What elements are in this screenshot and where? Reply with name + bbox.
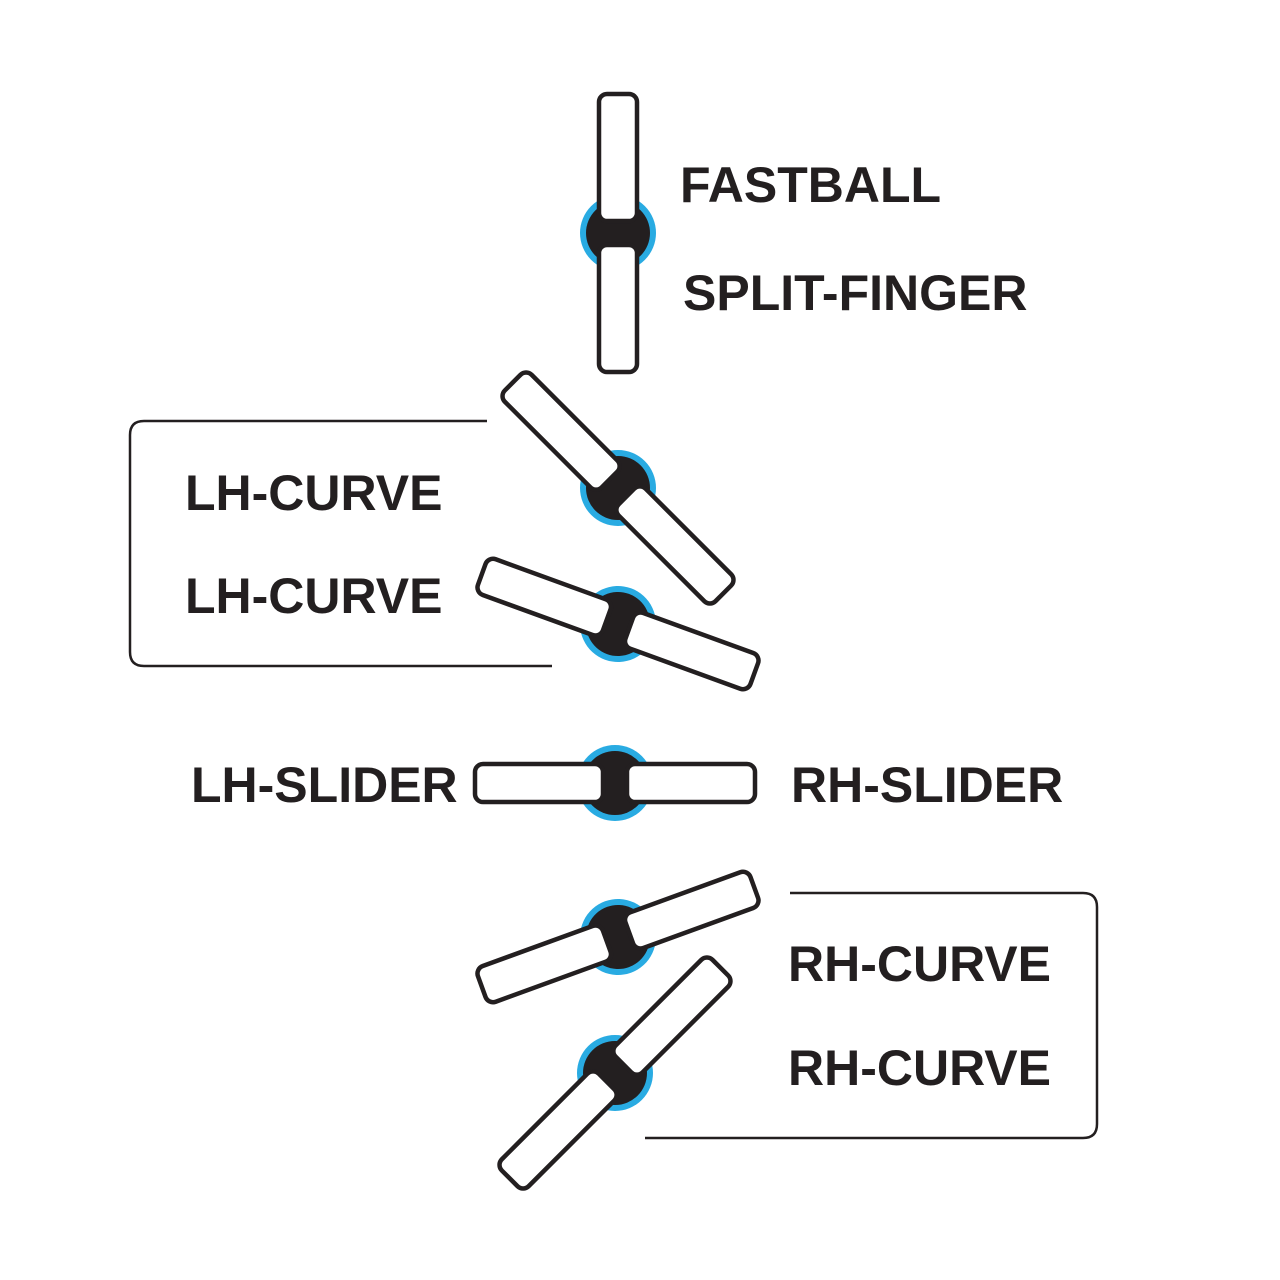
label-split-finger: SPLIT-FINGER xyxy=(683,265,1027,321)
finger-bar-left xyxy=(475,556,614,638)
label-rh-curve-lower: RH-CURVE xyxy=(788,1040,1051,1096)
finger-bar-left xyxy=(475,923,614,1005)
label-lh-curve-upper: LH-CURVE xyxy=(185,465,442,521)
finger-bar-right xyxy=(596,242,640,375)
finger-bar-right xyxy=(622,869,761,951)
label-rh-slider: RH-SLIDER xyxy=(791,757,1063,813)
rh-curve-lower-glyph xyxy=(497,955,733,1191)
finger-bar-right xyxy=(624,761,758,805)
lh-curve-lower-glyph xyxy=(475,556,761,692)
finger-bar-right xyxy=(622,610,761,692)
label-fastball: FASTBALL xyxy=(680,157,941,213)
vertical-grip-glyph xyxy=(580,91,656,375)
finger-bar-left xyxy=(596,91,640,224)
label-lh-curve-lower: LH-CURVE xyxy=(185,568,442,624)
horizontal-grip-glyph xyxy=(472,745,758,821)
rh-curve-bracket xyxy=(645,891,1099,1140)
finger-bar-right xyxy=(611,955,733,1077)
finger-bar-left xyxy=(500,370,622,492)
finger-bar-left xyxy=(497,1069,619,1191)
finger-bar-left xyxy=(472,761,606,805)
label-rh-curve-upper: RH-CURVE xyxy=(788,936,1051,992)
lh-curve-bracket xyxy=(128,419,552,668)
finger-bar-right xyxy=(614,484,736,606)
label-lh-slider: LH-SLIDER xyxy=(191,757,458,813)
lh-curve-upper-glyph xyxy=(500,370,736,606)
rh-curve-upper-glyph xyxy=(475,869,761,1005)
